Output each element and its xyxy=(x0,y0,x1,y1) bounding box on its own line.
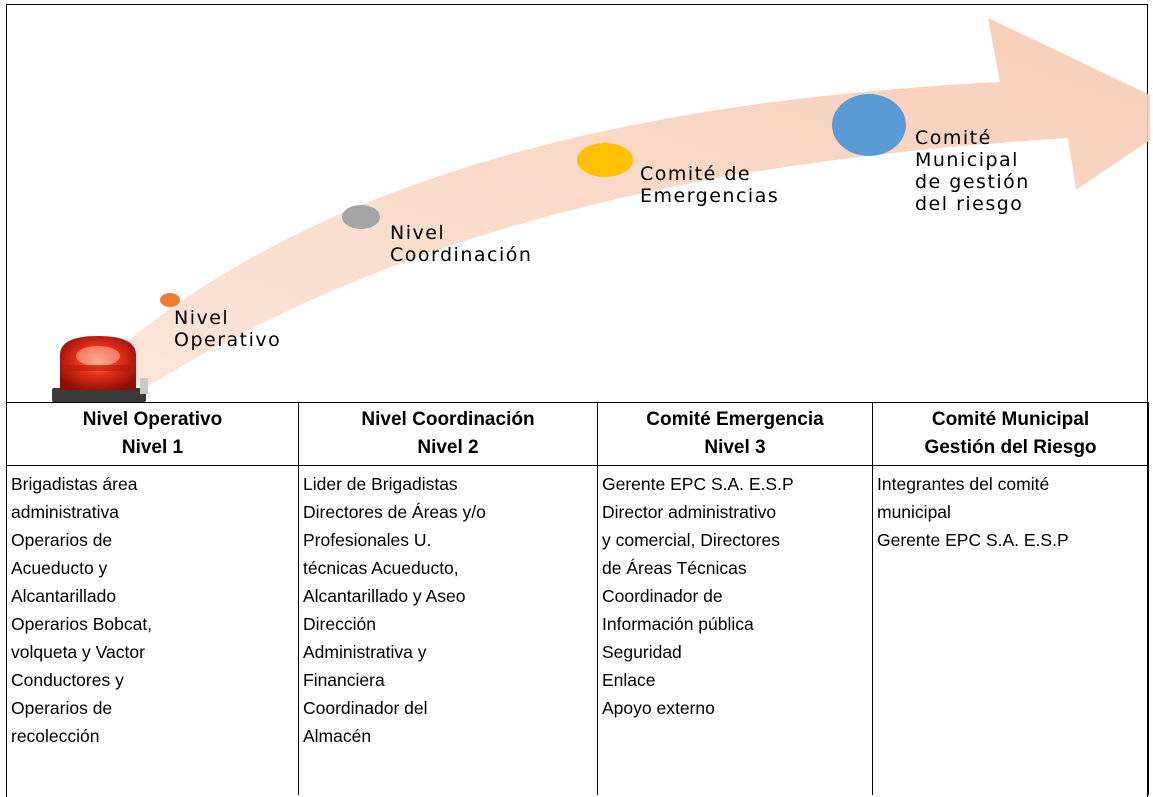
header-title: Comité Municipal xyxy=(931,409,1090,430)
header-title: Nivel Coordinación xyxy=(361,409,535,430)
stage-dot-nivel-coordinacion xyxy=(342,205,380,229)
header-comite-municipal: Comité Municipal Gestión del Riesgo xyxy=(872,402,1149,466)
member-line: administrativa xyxy=(11,502,119,522)
member-line: Almacén xyxy=(303,726,372,746)
member-line: Acueducto y xyxy=(11,558,108,578)
member-line: Operarios Bobcat, xyxy=(11,614,153,634)
stage-label-nivel-coordinacion: Nivel Coordinación xyxy=(390,222,533,266)
member-line: Director administrativo xyxy=(602,502,777,522)
stage-dot-nivel-operativo xyxy=(160,293,180,307)
escalation-arrow-diagram xyxy=(52,18,1150,402)
stage-dot-comite-emergencias xyxy=(577,143,633,177)
member-line: Financiera xyxy=(303,670,385,690)
member-line: Profesionales U. xyxy=(303,530,432,550)
cell-comite-emergencia: Gerente EPC S.A. E.S.P Director administ… xyxy=(597,465,873,795)
stage-label-comite-municipal: Comité Municipal de gestión del riesgo xyxy=(915,127,1030,215)
member-line: Operarios de xyxy=(11,698,113,718)
member-line: Coordinador del xyxy=(303,698,428,718)
cell-nivel-operativo: Brigadistas área administrativa Operario… xyxy=(6,465,299,795)
member-line: Enlace xyxy=(602,670,656,690)
header-subtitle: Nivel 3 xyxy=(704,437,766,458)
header-title: Comité Emergencia xyxy=(646,409,824,430)
header-title: Nivel Operativo xyxy=(82,409,223,430)
member-line: y comercial, Directores xyxy=(602,530,780,550)
member-line: volqueta y Vactor xyxy=(11,642,145,662)
member-line: Información pública xyxy=(602,614,754,634)
member-line: municipal xyxy=(877,502,951,522)
stage-label-nivel-operativo: Nivel Operativo xyxy=(174,307,282,351)
cell-nivel-coordinacion: Lider de Brigadistas Directores de Áreas… xyxy=(298,465,598,795)
member-line: Lider de Brigadistas xyxy=(303,474,458,494)
member-line: Dirección xyxy=(303,614,376,634)
member-line: de Áreas Técnicas xyxy=(602,558,747,578)
member-line: Gerente EPC S.A. E.S.P xyxy=(602,474,794,494)
member-line: Seguridad xyxy=(602,642,682,662)
header-subtitle: Nivel 2 xyxy=(417,437,479,458)
member-line: Conductores y xyxy=(11,670,124,690)
member-line: Gerente EPC S.A. E.S.P xyxy=(877,530,1069,550)
member-line: Administrativa y xyxy=(303,642,427,662)
header-nivel-operativo: Nivel Operativo Nivel 1 xyxy=(6,402,299,466)
member-line: recolección xyxy=(11,726,100,746)
member-line: Alcantarillado xyxy=(11,586,117,606)
member-line: Alcantarillado y Aseo xyxy=(303,586,466,606)
member-line: técnicas Acueducto, xyxy=(303,558,459,578)
stage-dot-comite-municipal xyxy=(832,94,906,156)
levels-table: Nivel Operativo Nivel 1 Nivel Coordinaci… xyxy=(6,402,1149,795)
diagram-frame xyxy=(6,4,1148,797)
header-subtitle: Nivel 1 xyxy=(121,437,184,458)
header-nivel-coordinacion: Nivel Coordinación Nivel 2 xyxy=(298,402,598,466)
member-line: Coordinador de xyxy=(602,586,723,606)
member-line: Apoyo externo xyxy=(602,698,715,718)
stage-label-comite-emergencias: Comité de Emergencias xyxy=(640,163,780,207)
levels-content-row: Brigadistas área administrativa Operario… xyxy=(6,465,1149,795)
member-line: Integrantes del comité xyxy=(877,474,1050,494)
emergency-siren-icon xyxy=(52,336,148,402)
member-line: Operarios de xyxy=(11,530,113,550)
member-line: Brigadistas área xyxy=(11,474,138,494)
member-line: Directores de Áreas y/o xyxy=(303,502,486,522)
levels-header-row: Nivel Operativo Nivel 1 Nivel Coordinaci… xyxy=(6,402,1149,466)
cell-comite-municipal: Integrantes del comité municipal Gerente… xyxy=(872,465,1149,795)
header-subtitle: Gestión del Riesgo xyxy=(924,437,1097,458)
header-comite-emergencia: Comité Emergencia Nivel 3 xyxy=(597,402,873,466)
